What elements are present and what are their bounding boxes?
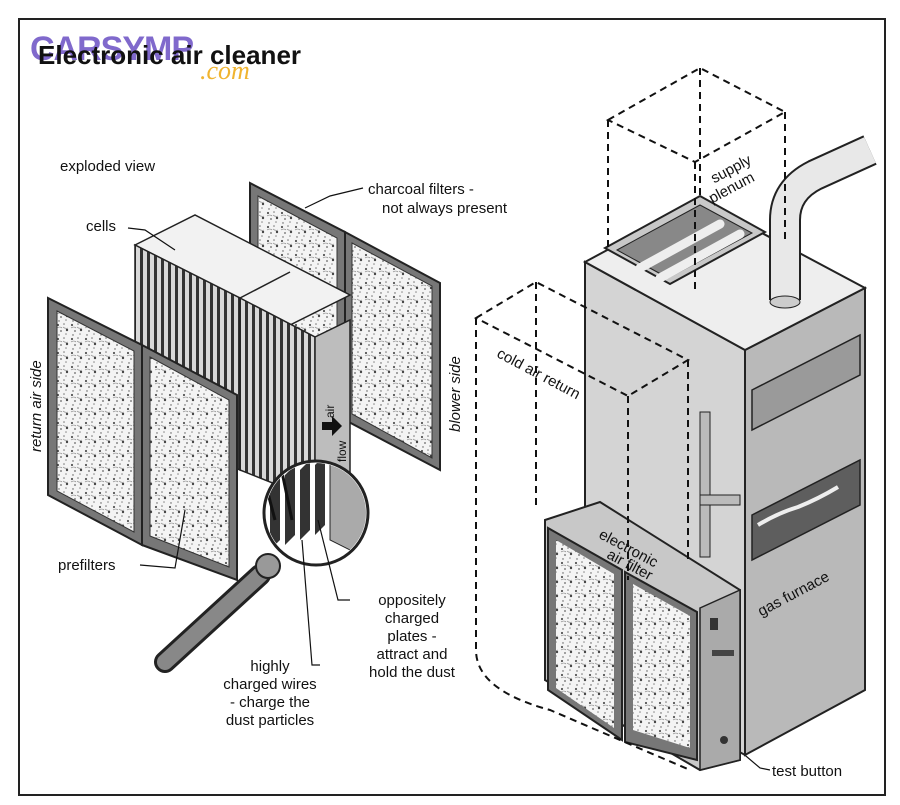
cold-air-return-outline	[473, 280, 691, 771]
label-cells: cells	[86, 218, 117, 235]
page-title: Electronic air cleaner	[38, 40, 302, 70]
watermark-suffix: .com	[200, 56, 250, 85]
label-wires-2: charged wires	[223, 676, 317, 693]
watermark-logo: CARSYMP	[30, 30, 194, 68]
leader-lines	[127, 187, 771, 771]
gas-pipe	[699, 411, 741, 558]
charcoal-filter-right	[344, 230, 441, 472]
label-oppositely-5: hold the dust	[369, 664, 455, 681]
label-oppositely-1: oppositely	[378, 592, 446, 609]
label-test-button: test button	[772, 763, 843, 780]
label-oppositely-2: charged	[384, 610, 440, 627]
air-flow-arrow	[322, 416, 342, 436]
label-flow: flow	[335, 440, 349, 462]
electronic-air-filter-unit	[544, 500, 741, 772]
label-oppositely-3: plates -	[387, 628, 437, 645]
label-wires-1: highly	[250, 658, 290, 675]
prefilter-right	[141, 343, 238, 582]
magnifying-glass	[154, 459, 370, 673]
supply-plenum-outline	[605, 66, 788, 290]
label-charcoal-1: charcoal filters -	[368, 181, 474, 198]
label-wires-3: - charge the	[229, 694, 311, 711]
label-prefilters: prefilters	[58, 557, 116, 574]
label-air: air	[323, 404, 337, 418]
prefilter-left	[47, 296, 143, 547]
label-wires-4: dust particles	[225, 712, 315, 729]
label-oppositely-4: attract and	[376, 646, 448, 663]
vent-pipe	[769, 135, 877, 309]
label-blower-side: blower side	[447, 356, 464, 432]
label-charcoal-2: not always present	[382, 200, 508, 217]
label-exploded-view: exploded view	[60, 158, 156, 175]
label-return-air-side: return air side	[28, 360, 45, 452]
supply-opening	[602, 194, 768, 286]
